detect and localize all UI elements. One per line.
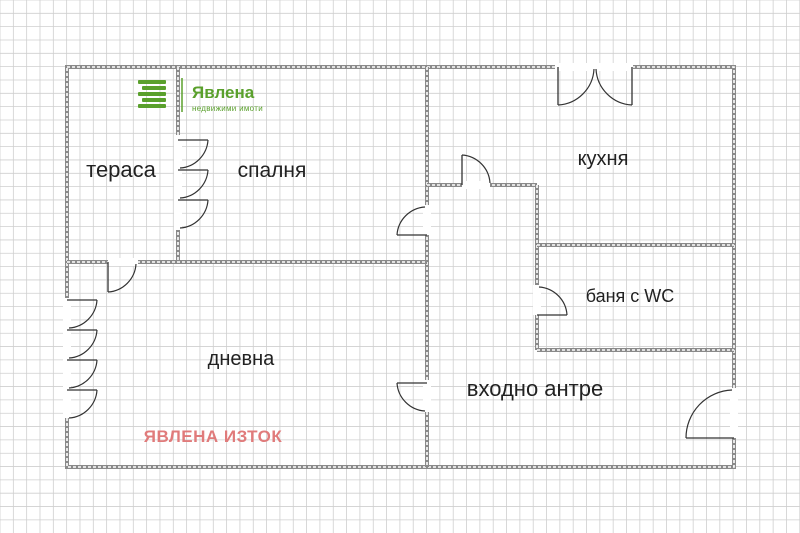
door-gaps [63, 63, 738, 438]
hall-door-icon [461, 154, 491, 185]
living-door-icon [396, 382, 427, 412]
logo-mark-icon [138, 80, 166, 108]
room-label-entrance-hall: входно антре [467, 376, 603, 401]
entrance-door-icon [685, 389, 734, 439]
logo: Явлена недвижими имоти [138, 78, 263, 113]
terrace-balcony-door-icon [178, 139, 209, 229]
bathroom-door-icon [537, 286, 568, 316]
logo-tagline: недвижими имоти [192, 104, 263, 113]
living-balcony-door-icon [67, 299, 98, 419]
room-label-living-room: дневна [208, 348, 276, 370]
room-label-bedroom: спалня [238, 159, 307, 182]
bedroom-door-icon [396, 206, 427, 236]
doors [67, 67, 734, 439]
room-label-terrace: тераса [86, 157, 157, 182]
room-label-kitchen: кухня [578, 148, 629, 170]
room-labels: тераса спалня кухня баня с WC дневна вхо… [86, 148, 674, 401]
kitchen-double-door-icon [557, 67, 633, 106]
watermark: ЯВЛЕНА ИЗТОК [144, 427, 283, 446]
room-label-bathroom: баня с WC [586, 286, 675, 306]
living-top-door-icon [107, 262, 137, 293]
logo-brand: Явлена [192, 83, 255, 102]
